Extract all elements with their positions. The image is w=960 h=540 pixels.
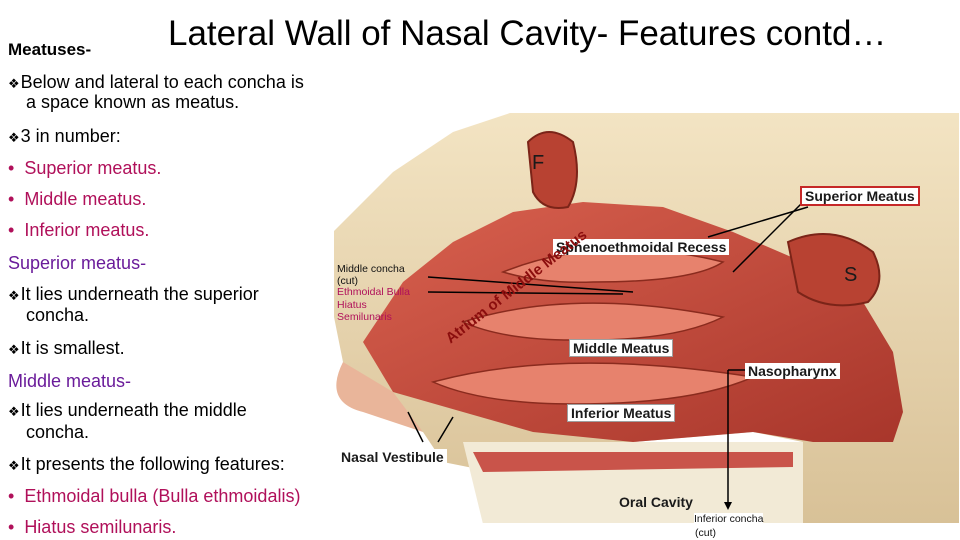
pointer-line bbox=[707, 206, 809, 238]
soft-palate bbox=[473, 452, 793, 472]
nose-tip bbox=[336, 362, 423, 432]
meatus-list-item: • Middle meatus. bbox=[8, 189, 146, 210]
meatus-item-text: Inferior meatus. bbox=[24, 220, 150, 240]
intro-text-1: Below and lateral to each concha is bbox=[20, 72, 304, 92]
middle-concha bbox=[460, 302, 726, 341]
middle-point-1: ❖It lies underneath the middle bbox=[8, 400, 247, 422]
middle-point-1-text: It lies underneath the middle bbox=[20, 400, 247, 420]
diamond-bullet-icon: ❖ bbox=[8, 76, 20, 91]
slide-title: Lateral Wall of Nasal Cavity- Features c… bbox=[168, 14, 887, 53]
superior-meatus-heading: Superior meatus- bbox=[8, 253, 147, 273]
superior-point-1-text: It lies underneath the superior bbox=[20, 284, 259, 304]
inferior-concha bbox=[430, 362, 756, 405]
bullet-dot-icon: • bbox=[8, 220, 15, 240]
frontal-sinus bbox=[526, 131, 578, 209]
superior-point-1: ❖It lies underneath the superior bbox=[8, 284, 259, 306]
section-label: Meatuses- bbox=[8, 40, 92, 59]
middle-meatus-heading: Middle meatus- bbox=[8, 371, 132, 391]
middle-concha-cut-label: Middle concha(cut) bbox=[337, 263, 405, 287]
feature-list-item: • Ethmoidal bulla (Bulla ethmoidalis) bbox=[8, 486, 300, 507]
diamond-bullet-icon: ❖ bbox=[8, 458, 20, 473]
count-line: ❖3 in number: bbox=[8, 126, 121, 148]
pointer-line bbox=[427, 291, 624, 295]
label-sphenoid-sinus: S bbox=[844, 264, 858, 286]
nasal-cavity-illustration bbox=[333, 112, 960, 524]
feature-list-item: • Hiatus semilunaris. bbox=[8, 517, 176, 538]
meatus-item-text: Middle meatus. bbox=[24, 189, 147, 209]
feature-item-text: Hiatus semilunaris. bbox=[24, 517, 177, 537]
sphenoethmoidal-recess-label: Sphenoethmoidal Recess bbox=[553, 239, 730, 255]
pointer-line bbox=[427, 276, 634, 293]
bullet-dot-icon: • bbox=[8, 486, 15, 506]
diamond-bullet-icon: ❖ bbox=[8, 288, 20, 303]
nasal-vestibule-label: Nasal Vestibule bbox=[338, 449, 447, 465]
pointer-line bbox=[732, 201, 804, 273]
intro-line-2: a space known as meatus. bbox=[26, 92, 240, 112]
superior-point-1-cont: concha. bbox=[26, 305, 90, 325]
oral-cavity-label: Oral Cavity bbox=[619, 494, 693, 510]
meatus-item-text: Superior meatus. bbox=[24, 158, 162, 178]
middle-point-2: ❖It presents the following features: bbox=[8, 454, 285, 476]
intro-line-1: ❖Below and lateral to each concha is bbox=[8, 72, 304, 94]
meatus-list-item: • Superior meatus. bbox=[8, 158, 161, 179]
middle-point-2-text: It presents the following features: bbox=[20, 454, 285, 474]
diamond-bullet-icon: ❖ bbox=[8, 130, 20, 145]
nasopharynx-label: Nasopharynx bbox=[745, 363, 840, 379]
bullet-dot-icon: • bbox=[8, 517, 15, 537]
arrow-head-icon bbox=[724, 502, 732, 510]
superior-point-2: ❖It is smallest. bbox=[8, 338, 125, 360]
label-frontal-sinus: F bbox=[532, 152, 545, 174]
diamond-bullet-icon: ❖ bbox=[8, 404, 20, 419]
inferior-meatus-label: Inferior Meatus bbox=[567, 404, 676, 422]
bullet-dot-icon: • bbox=[8, 189, 15, 209]
middle-point-1-cont: concha. bbox=[26, 422, 90, 442]
superior-meatus-label: Superior Meatus bbox=[800, 186, 920, 206]
middle-meatus-label: Middle Meatus bbox=[569, 339, 674, 357]
feature-item-text: Ethmoidal bulla (Bulla ethmoidalis) bbox=[24, 486, 301, 506]
pointer-line bbox=[437, 416, 454, 443]
diamond-bullet-icon: ❖ bbox=[8, 342, 20, 357]
bullet-dot-icon: • bbox=[8, 158, 15, 178]
inferior-concha-cut-label-line2: (cut) bbox=[695, 527, 716, 539]
count-text: 3 in number: bbox=[20, 126, 121, 146]
sphenoid-sinus bbox=[786, 233, 881, 307]
meatus-list-item: • Inferior meatus. bbox=[8, 220, 149, 241]
pointer-line bbox=[407, 411, 424, 443]
nasal-cavity-figure: F S Superior Meatus Sphenoethmoidal Rece… bbox=[333, 112, 960, 524]
superior-point-2-text: It is smallest. bbox=[20, 338, 125, 358]
inferior-concha-cut-label: Inferior concha bbox=[694, 513, 764, 524]
ethmoidal-bulla-label: Ethmoidal Bulla bbox=[337, 286, 410, 298]
